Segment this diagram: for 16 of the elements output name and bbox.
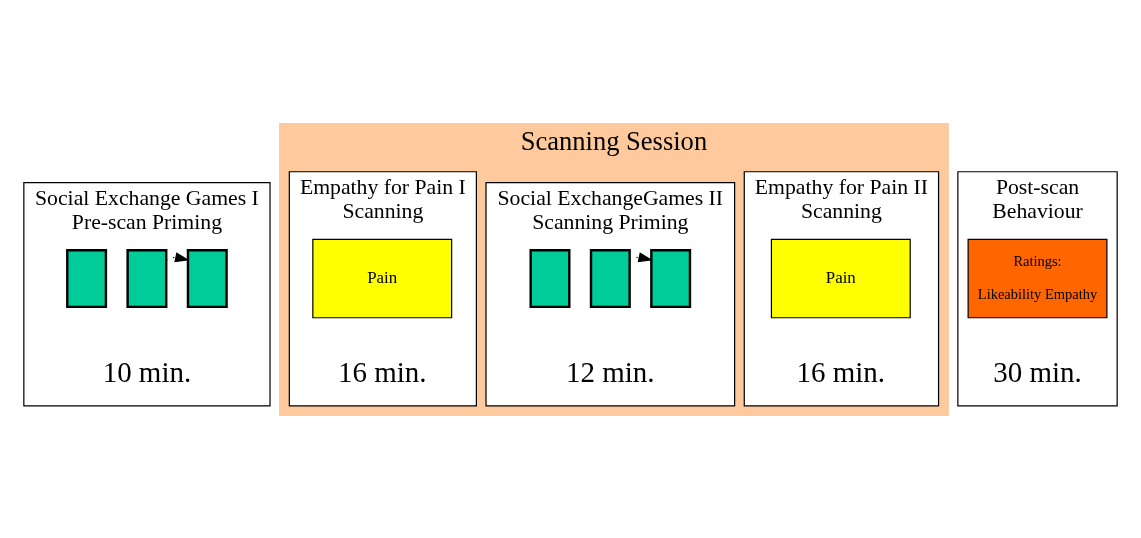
node-box [126, 248, 168, 308]
node-box: Pain [770, 238, 911, 318]
node-box [650, 248, 692, 308]
node-box: Ratings: Likeability Empathy [967, 238, 1108, 318]
node-box [186, 248, 228, 308]
node-label: 16 min. [338, 355, 427, 388]
node-label: 12 min. [566, 355, 655, 388]
node-label: 16 min. [796, 355, 886, 388]
node-label: 30 min. [993, 355, 1082, 388]
node-box [66, 248, 108, 308]
node-box [529, 248, 571, 308]
node-box: Pain [312, 238, 453, 318]
node-box [589, 248, 631, 308]
arrow [629, 251, 653, 262]
node-label: 10 min. [102, 355, 192, 388]
arrow [165, 251, 190, 262]
